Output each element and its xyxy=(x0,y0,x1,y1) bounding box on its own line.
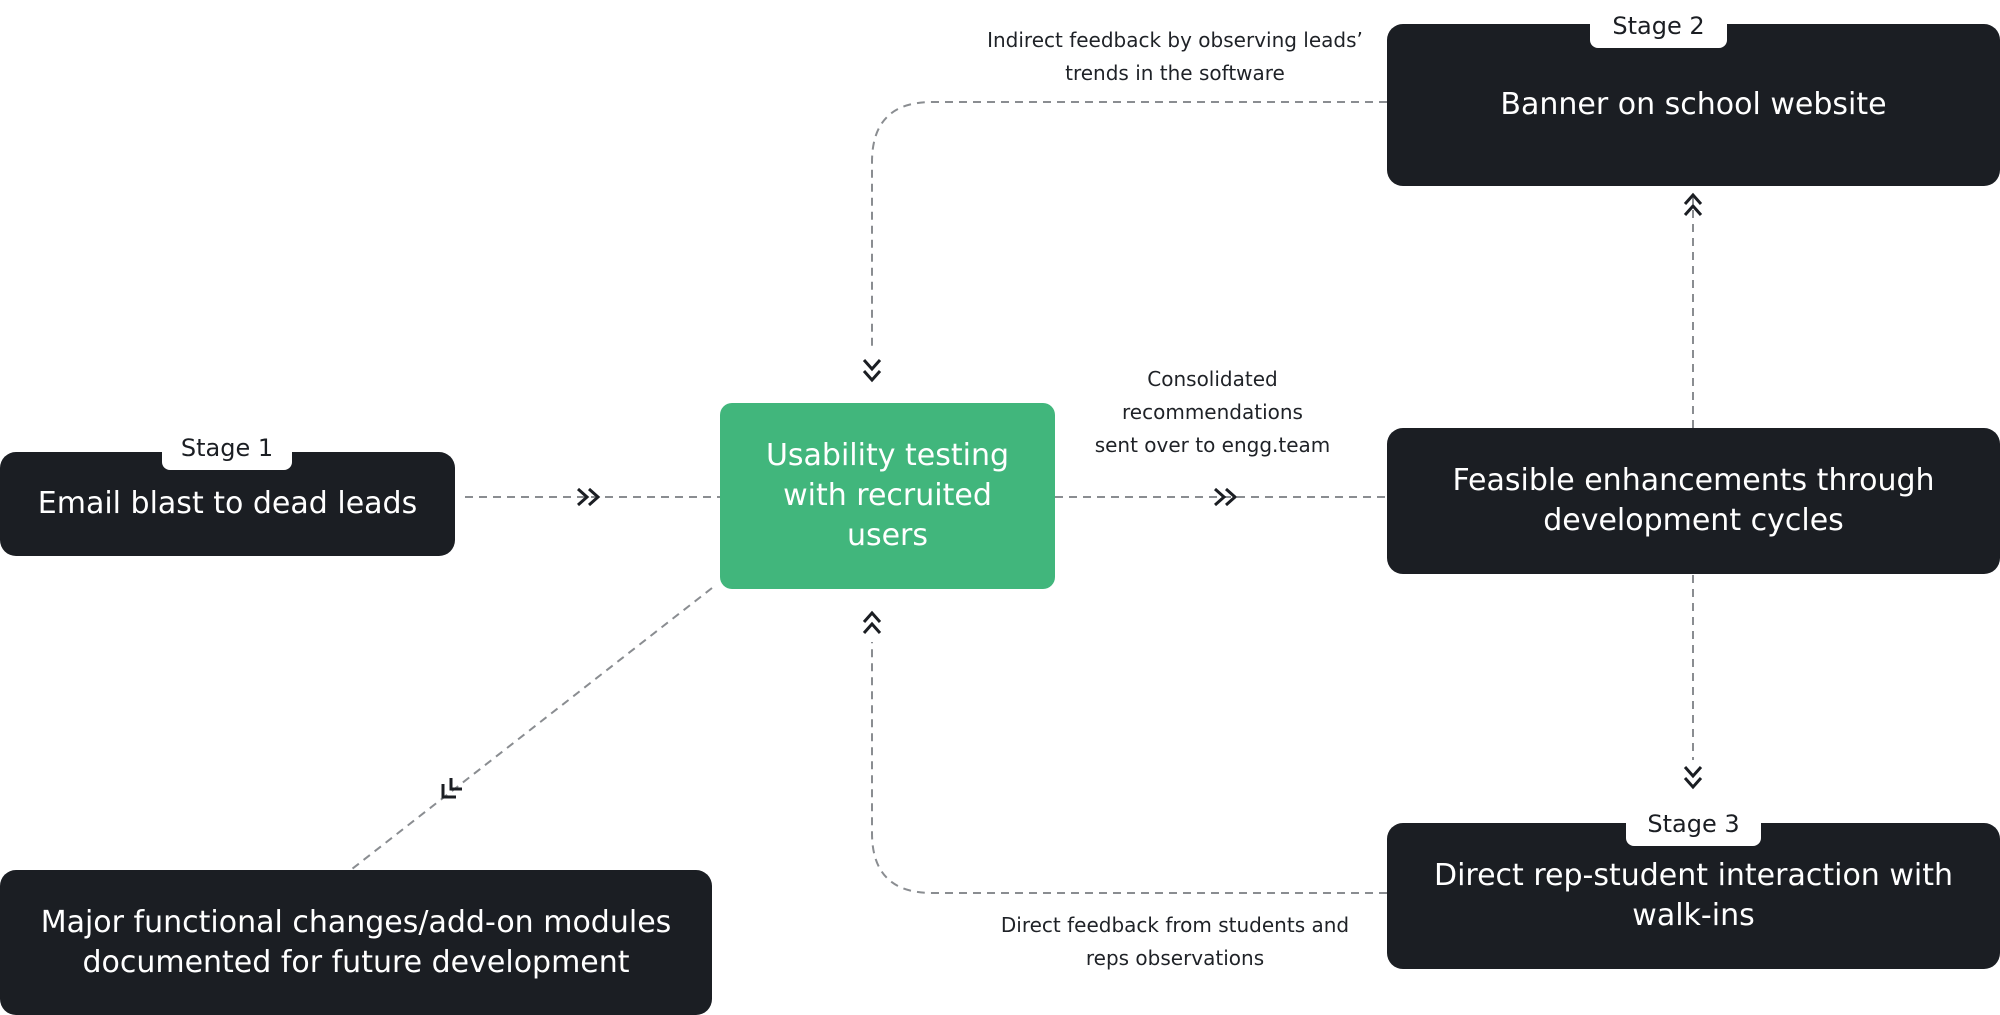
annotation-direct-feedback: Direct feedback from students and reps o… xyxy=(965,909,1385,975)
node-future-development-label: Major functional changes/add-on modules … xyxy=(40,904,672,980)
double-chevron-down-icon xyxy=(862,359,882,383)
node-stage2-label: Banner on school website xyxy=(1500,87,1887,122)
annotation-direct-feedback-line2: reps observations xyxy=(1085,946,1265,970)
node-usability-testing: Usability testing with recruited users xyxy=(720,403,1055,589)
double-chevron-down-icon xyxy=(1683,766,1703,790)
connector-center-to-future xyxy=(351,587,713,870)
annotation-consolidated-line1: Consolidated xyxy=(1147,367,1278,391)
double-chevron-right-icon xyxy=(577,487,601,507)
node-stage1: Email blast to dead leads xyxy=(0,452,455,556)
node-stage2: Banner on school website xyxy=(1387,24,2000,186)
node-stage3-label: Direct rep-student interaction with walk… xyxy=(1433,858,1953,933)
stage1-badge: Stage 1 xyxy=(162,426,292,470)
connector-stage3-to-center xyxy=(871,642,1387,894)
annotation-indirect-feedback-line2: trends in the software xyxy=(1065,61,1285,85)
double-chevron-up-icon xyxy=(862,610,882,634)
node-feasible-enhancements-label: Feasible enhancements through developmen… xyxy=(1452,463,1935,538)
node-stage3: Direct rep-student interaction with walk… xyxy=(1387,823,2000,969)
annotation-indirect-feedback: Indirect feedback by observing leads’ tr… xyxy=(955,24,1395,90)
annotation-consolidated-line2: recommendations xyxy=(1122,400,1303,424)
annotation-consolidated-line3: sent over to engg.team xyxy=(1094,433,1331,457)
corner-arrow-down-left-icon xyxy=(441,778,462,799)
node-usability-testing-label: Usability testing with recruited users xyxy=(765,438,1010,553)
double-chevron-up-icon xyxy=(1683,192,1703,216)
node-stage1-label: Email blast to dead leads xyxy=(37,486,418,521)
stage3-badge: Stage 3 xyxy=(1626,802,1761,846)
node-feasible-enhancements: Feasible enhancements through developmen… xyxy=(1387,428,2000,574)
annotation-indirect-feedback-line1: Indirect feedback by observing leads’ xyxy=(987,28,1363,52)
connector-stage2-to-center xyxy=(871,101,1387,350)
stage2-badge: Stage 2 xyxy=(1590,4,1727,48)
node-future-development: Major functional changes/add-on modules … xyxy=(0,870,712,1015)
double-chevron-right-icon xyxy=(1214,487,1238,507)
annotation-consolidated: Consolidated recommendations sent over t… xyxy=(1060,363,1365,462)
annotation-direct-feedback-line1: Direct feedback from students and xyxy=(1000,913,1350,937)
